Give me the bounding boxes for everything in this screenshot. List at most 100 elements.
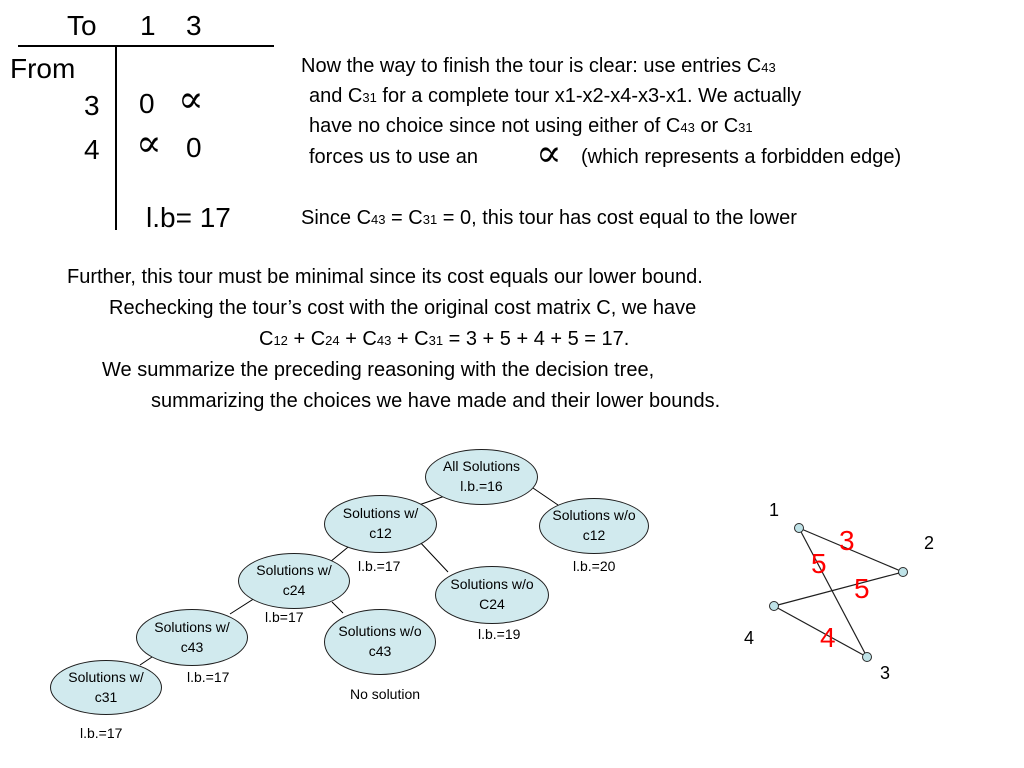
node-line: Solutions w/o: [338, 623, 422, 640]
tree-node-with-c24: Solutions w/ c24: [238, 553, 350, 609]
text-run: + C: [287, 328, 326, 350]
node-line: c43: [180, 638, 204, 655]
paragraph1-line4-end: (which represents a forbidden edge): [581, 146, 902, 168]
graph-vertex-label-1: 1: [769, 500, 780, 520]
node-line: c12: [582, 527, 606, 543]
graph-edge-2-4: [773, 571, 904, 607]
node-line: l.b.=16: [460, 478, 503, 494]
tree-label-without-c24: l.b.=19: [478, 626, 521, 642]
graph-vertex-label-4: 4: [744, 628, 755, 648]
paragraph3-line3-formula: C12 + C24 + C43 + C31 = 3 + 5 + 4 + 5 = …: [259, 329, 629, 349]
text-run: have no choice since not using either of…: [309, 115, 681, 137]
text-run: for a complete tour x1-x2-x4-x3-x1. We a…: [376, 85, 802, 107]
subscript: 43: [371, 212, 386, 227]
tree-label-with-c31: l.b.=17: [80, 725, 123, 741]
node-line: Solutions w/: [342, 505, 419, 522]
graph-edge-label-1-2: 3: [839, 525, 855, 556]
node-line: c12: [369, 525, 392, 541]
subscript: 31: [422, 212, 438, 227]
tree-edge: [532, 487, 559, 506]
matrix-header-rule: [18, 45, 274, 47]
tree-node-with-c43: Solutions w/ c43: [136, 609, 248, 666]
tree-node-with-c12: Solutions w/ c12: [324, 495, 437, 553]
text-run: + C: [391, 328, 429, 350]
graph-edge-1-2: [798, 527, 904, 573]
matrix-lower-bound: l.b= 17: [146, 202, 231, 233]
tree-edge: [417, 539, 449, 573]
graph-edge-label-2-4: 5: [854, 573, 870, 604]
graph-edge-label-4-3: 4: [820, 622, 836, 653]
matrix-from-label: From: [10, 53, 76, 84]
matrix-col-header-1: 1: [140, 10, 156, 41]
text-run: = 0, this tour has cost equal to the low…: [437, 207, 797, 229]
tree-label-without-c43: No solution: [350, 686, 421, 702]
text-run: = 3 + 5 + 4 + 5 = 17.: [443, 328, 630, 350]
tree-node-without-c24: Solutions w/o C24: [435, 566, 549, 624]
subscript: 31: [738, 120, 753, 135]
node-line: c43: [368, 643, 392, 659]
graph-vertex-2: [898, 567, 908, 577]
paragraph2: Since C43 = C31 = 0, this tour has cost …: [301, 208, 797, 228]
paragraph1-line2: and C31 for a complete tour x1-x2-x4-x3-…: [309, 86, 801, 106]
tree-node-without-c12: Solutions w/o c12: [539, 498, 649, 554]
tree-label-without-c12: l.b.=20: [573, 558, 616, 574]
subscript: 31: [428, 333, 444, 348]
node-line: Solutions w/o: [552, 507, 636, 524]
paragraph3-line2: Rechecking the tour’s cost with the orig…: [109, 297, 697, 319]
node-line: c31: [94, 688, 118, 705]
graph-vertex-4: [769, 601, 779, 611]
matrix-cell-3-1: 0: [139, 88, 155, 119]
matrix-row-label-4: 4: [84, 134, 100, 165]
node-line: Solutions w/: [68, 668, 144, 685]
subscript: 43: [761, 60, 776, 75]
tree-edge: [229, 597, 256, 615]
paragraph1-line4: forces us to use an: [309, 147, 478, 167]
node-line: Solutions w/: [154, 618, 230, 635]
node-line: All Solutions: [442, 458, 521, 475]
node-line: Solutions w/: [256, 562, 332, 579]
matrix-row-label-3: 3: [84, 90, 100, 121]
text-run: = C: [385, 207, 423, 229]
graph-edge-1-3: [798, 527, 868, 658]
tree-node-with-c31: Solutions w/ c31: [50, 660, 162, 715]
matrix-cell-4-1-infinity: ∝: [136, 121, 162, 165]
text-run: forces us to use an: [309, 146, 478, 168]
matrix-col-header-3: 3: [186, 10, 202, 41]
graph-vertex-label-2: 2: [924, 533, 935, 553]
paragraph1-line1: Now the way to finish the tour is clear:…: [301, 56, 776, 76]
paragraph3-line1: Further, this tour must be minimal since…: [67, 266, 703, 288]
tree-label-with-c12: l.b.=17: [358, 558, 401, 574]
text-run: or C: [694, 115, 739, 137]
subscript: 24: [325, 333, 340, 348]
text-run: C: [259, 328, 274, 350]
node-line: Solutions w/o: [450, 576, 534, 593]
graph-vertex-1: [794, 523, 804, 533]
graph-vertex-label-3: 3: [880, 663, 891, 683]
tree-node-without-c43: Solutions w/o c43: [324, 609, 436, 675]
tree-node-all-solutions: All Solutions l.b.=16: [425, 449, 538, 505]
text-run: + C: [339, 328, 377, 350]
text-run: Now the way to finish the tour is clear:…: [301, 55, 762, 77]
paragraph3-line4: We summarize the preceding reasoning wit…: [102, 359, 655, 381]
node-line: c24: [282, 582, 306, 598]
tree-edge: [331, 601, 344, 614]
subscript: 43: [680, 120, 695, 135]
tree-label-with-c43: l.b.=17: [187, 669, 230, 685]
subscript: 43: [376, 333, 392, 348]
paragraph1-line3: have no choice since not using either of…: [309, 116, 753, 136]
paragraph1-infinity: ∝: [536, 131, 562, 175]
matrix-row-rule: [115, 45, 117, 230]
matrix-to-label: To: [67, 10, 97, 41]
node-line: C24: [479, 596, 505, 612]
graph-vertex-3: [862, 652, 872, 662]
matrix-cell-4-3: 0: [186, 132, 202, 163]
graph-edge-label-1-3: 5: [811, 548, 827, 579]
text-run: Since C: [301, 207, 372, 229]
paragraph3-line5: summarizing the choices we have made and…: [151, 390, 721, 412]
text-run: and C: [309, 85, 363, 107]
subscript: 12: [273, 333, 288, 348]
tree-label-with-c24: l.b=17: [265, 609, 304, 625]
graph-edge-4-3: [773, 605, 868, 658]
matrix-cell-3-3-infinity: ∝: [178, 77, 204, 121]
